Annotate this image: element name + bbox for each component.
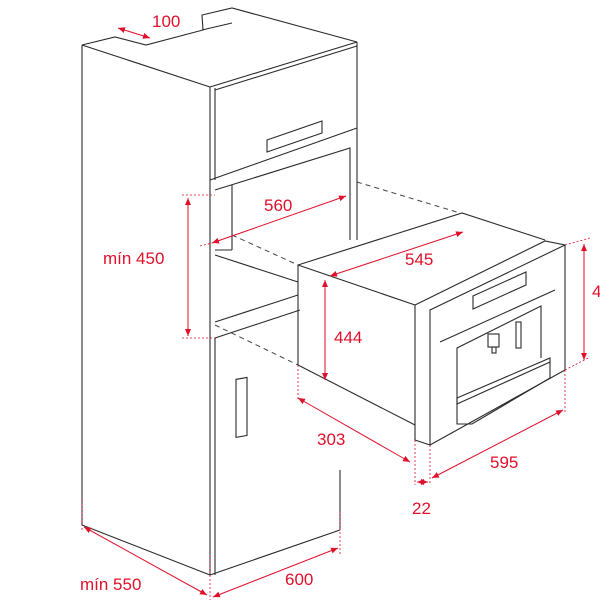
dim-cabinet-width: 600 [285,570,314,589]
dim-niche-depth: 303 [317,430,346,449]
dim-front-height: 4 [592,282,600,301]
dim-niche-width: 560 [264,196,293,215]
dim-niche-height: mín 450 [103,249,165,268]
steam-wand [515,321,522,349]
dim-appliance-height: 444 [334,328,363,347]
drawer-handle [266,120,323,153]
tall-cabinet [81,7,358,576]
lower-door [214,309,301,575]
display [472,271,527,310]
dim-appliance-width: 595 [490,453,519,472]
door-handle [235,376,248,439]
dim-top-gap: 100 [152,12,181,31]
dim-frame-thickness: 22 [412,499,431,518]
dimension-lines [81,27,591,600]
coffee-spout [487,333,500,348]
dim-cabinet-depth: mín 550 [80,575,142,594]
dim-appliance-depth: 545 [405,250,434,269]
upper-drawer [209,41,358,181]
